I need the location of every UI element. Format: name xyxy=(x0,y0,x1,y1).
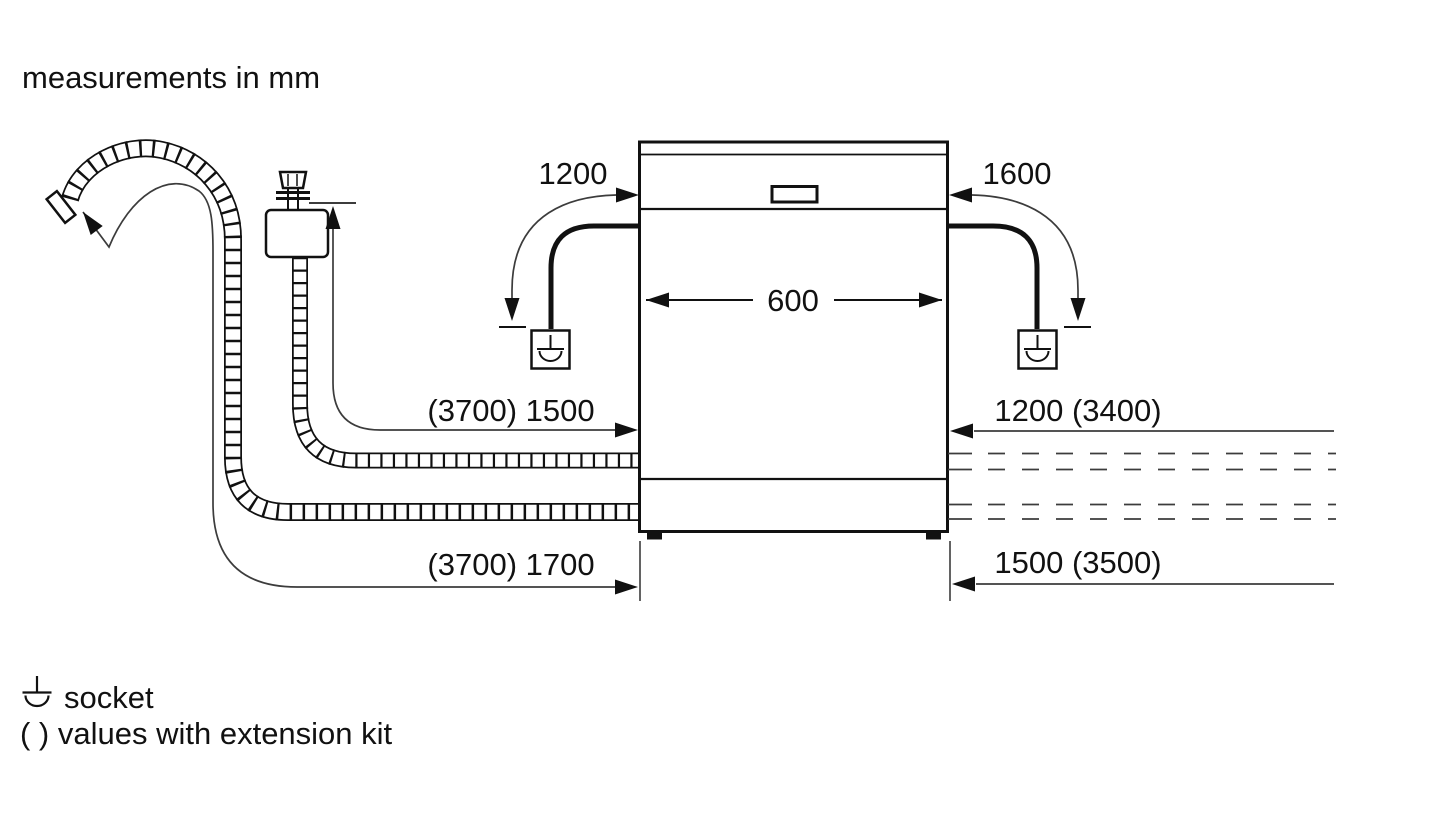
dim-supply-hose: (3700) 1500 xyxy=(309,202,638,438)
dim-drain-hose-label: (3700) 1700 xyxy=(427,547,594,582)
socket-icon xyxy=(1024,335,1051,362)
arrow-left-icon xyxy=(646,292,669,308)
dim-drain-right-label: 1500 (3500) xyxy=(994,545,1161,580)
drain-hose xyxy=(44,139,639,521)
arrow-up-left-icon xyxy=(83,212,103,235)
foot-left xyxy=(647,531,662,540)
arrow-left-icon xyxy=(949,187,972,203)
hose-continuation-dashes xyxy=(948,452,1336,520)
dim-width-label: 600 xyxy=(767,283,819,318)
supply-hose xyxy=(292,257,639,469)
arrow-down-icon xyxy=(504,298,520,321)
socket-icon xyxy=(537,335,564,362)
dim-cord-left-label: 1200 xyxy=(539,156,608,191)
aquastop-valve xyxy=(264,170,330,259)
arrow-right-icon xyxy=(919,292,942,308)
tap-connector-cap-icon xyxy=(278,170,308,190)
legend: socket ( ) values with extension kit xyxy=(20,676,393,751)
dishwasher xyxy=(638,140,949,540)
arrow-up-icon xyxy=(325,206,341,229)
socket-icon xyxy=(22,676,52,708)
dim-inlet-right: 1200 (3400) xyxy=(950,393,1334,439)
dim-drain-right: 1500 (3500) xyxy=(952,545,1334,592)
dim-appliance-width: 600 xyxy=(646,283,942,318)
arrow-right-icon xyxy=(615,579,638,595)
arrow-right-icon xyxy=(616,187,639,203)
dim-cord-right: 1600 xyxy=(949,156,1091,328)
drain-hose-end-fitting xyxy=(44,189,78,225)
dim-inlet-right-label: 1200 (3400) xyxy=(994,393,1161,428)
legend-parentheses-note: ( ) values with extension kit xyxy=(20,716,393,751)
arrow-down-icon xyxy=(1070,298,1086,321)
dim-supply-hose-label: (3700) 1500 xyxy=(427,393,594,428)
arrow-left-icon xyxy=(950,423,973,439)
dim-cord-left: 1200 xyxy=(499,156,639,328)
socket-right xyxy=(1017,329,1058,370)
power-cable-left xyxy=(548,223,639,329)
power-cable-right xyxy=(948,223,1040,329)
socket-left xyxy=(530,329,571,370)
dim-cord-right-label: 1600 xyxy=(983,156,1052,191)
arrow-left-icon xyxy=(952,576,975,592)
foot-right xyxy=(926,531,941,540)
legend-socket-label: socket xyxy=(64,680,154,715)
page-title: measurements in mm xyxy=(22,60,320,95)
arrow-right-icon xyxy=(615,422,638,438)
door-handle xyxy=(770,185,819,204)
dim-drain-hose: (3700) 1700 xyxy=(82,182,638,595)
